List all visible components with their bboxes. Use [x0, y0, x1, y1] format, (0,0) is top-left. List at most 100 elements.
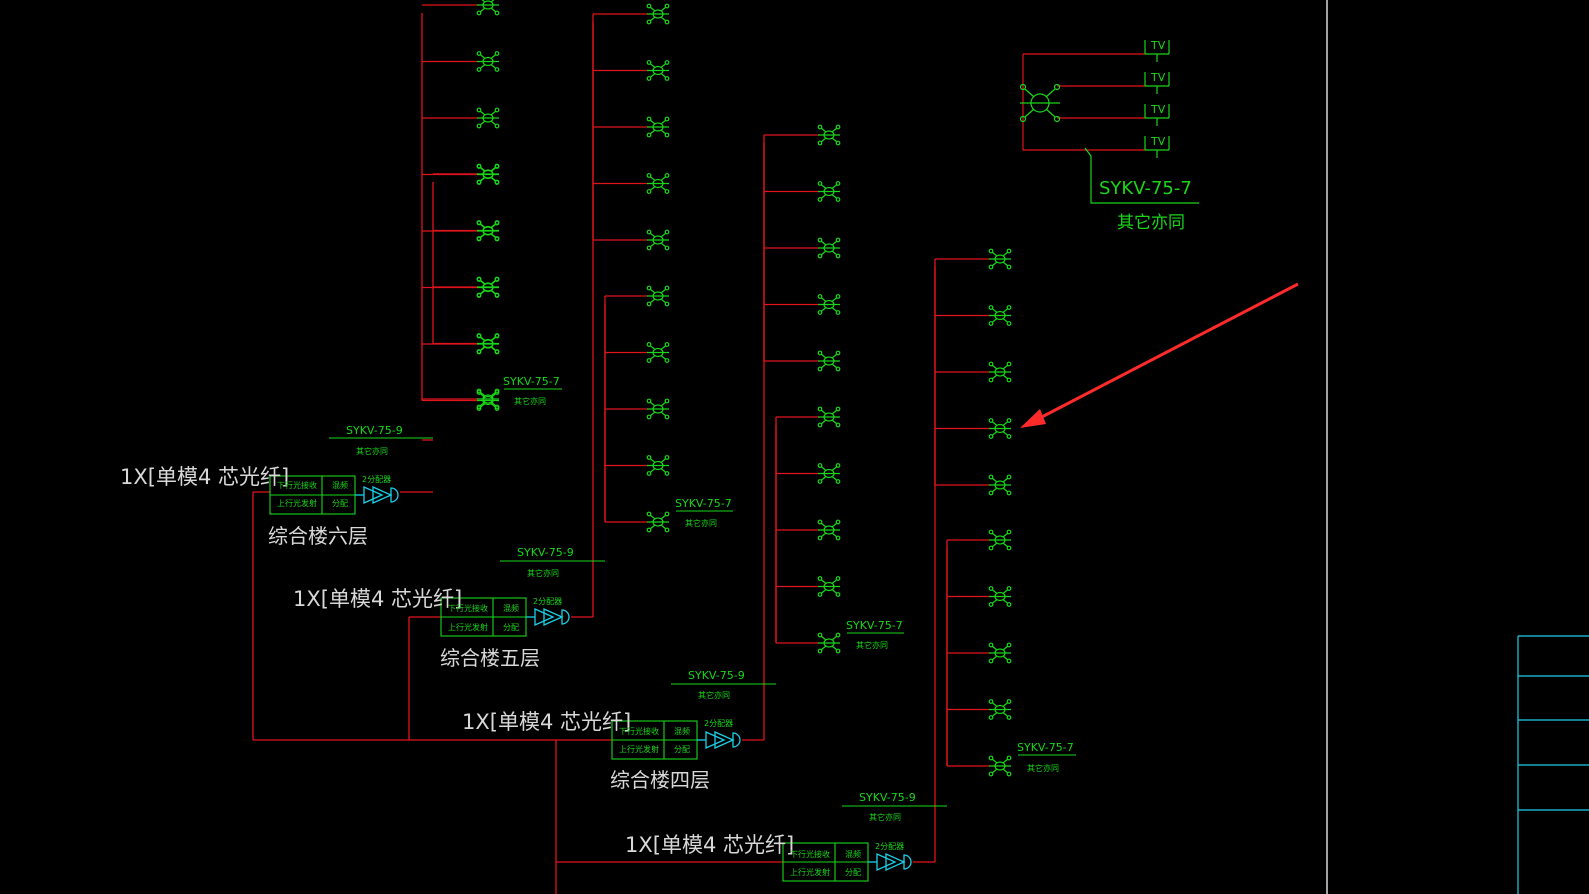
box-row1-right-f4: 混频: [674, 726, 690, 736]
legend-wire: [1022, 54, 1145, 151]
annotation-arrow: [1020, 282, 1299, 428]
tv-outlet-icon: [646, 511, 670, 533]
tv-outlet-icon: [646, 285, 670, 307]
box-row2-left-f5: 上行光发射: [448, 622, 488, 632]
tv-outlet-icon: [817, 237, 841, 259]
tv-outlet-icon: [646, 455, 670, 476]
branch-sub-f6: 其它亦同: [514, 396, 546, 406]
cable-label-f4: SYKV-75-9: [688, 669, 745, 682]
legend-distribution-block: TV TV TV TV SYKV-75-7 其它亦同: [1019, 39, 1199, 233]
tv-outlet-icon: [646, 60, 670, 81]
tv-outlet-icon: [817, 463, 841, 484]
tv-outlet-icon: [476, 333, 500, 354]
tv-outlet-icon: [1144, 104, 1170, 126]
tv-outlet-icon: [988, 248, 1012, 270]
branch-label-f5: SYKV-75-7: [675, 497, 732, 510]
tv-outlet-icon: [988, 418, 1012, 439]
tv-outlet-icon: [476, 0, 500, 16]
tv-outlet-icon: [988, 529, 1012, 551]
floor-3-group: 1X[单模4 芯光纤] 下行光接收 上行光发射 混频 分配 2分配器 SYKV-…: [625, 741, 1074, 877]
box-row2-right-f5: 分配: [503, 623, 519, 632]
tv-outlet-icon: [1144, 136, 1170, 158]
tv-outlet-icon: [646, 3, 670, 25]
tv-outlet-icon: [476, 107, 500, 129]
cable-label-f3: SYKV-75-9: [859, 791, 916, 804]
cable-sub-f6: 其它亦同: [356, 446, 388, 456]
box-row1-right-f5: 混频: [503, 603, 519, 613]
tv-outlet-icon: [988, 699, 1012, 720]
fiber-label-f5: 1X[单模4 芯光纤]: [293, 587, 462, 611]
branch-label-f6: SYKV-75-7: [503, 375, 560, 388]
tv-outlet-icon: [988, 361, 1012, 383]
tv-outlet-icon: [646, 173, 670, 194]
legend-cable-sub: 其它亦同: [1117, 213, 1185, 233]
tv-label-1: TV: [1150, 39, 1166, 52]
floor-label-f5: 综合楼五层: [440, 646, 540, 670]
splitter-label-f4: 2分配器: [704, 719, 733, 728]
tv-outlet-icon: [817, 519, 841, 541]
tv-label-2: TV: [1150, 71, 1166, 84]
cable-sub-f5: 其它亦同: [527, 568, 559, 578]
box-row2-left-f3: 上行光发射: [790, 867, 830, 877]
cable-sub-f4: 其它亦同: [698, 690, 730, 700]
tv-outlet-icon: [1144, 40, 1170, 62]
floor-label-f6: 综合楼六层: [268, 524, 368, 548]
fiber-label-f3: 1X[单模4 芯光纤]: [625, 833, 794, 857]
cable-label-f5: SYKV-75-9: [517, 546, 574, 559]
branch-sub-f4: 其它亦同: [856, 640, 888, 650]
fiber-label-f6: 1X[单模4 芯光纤]: [120, 465, 289, 489]
splitter-label-f6: 2分配器: [362, 475, 391, 484]
tv-outlet-icon: [476, 51, 500, 72]
box-row2-right-f6: 分配: [332, 499, 348, 508]
box-row1-left-f5: 下行光接收: [448, 603, 488, 613]
tv-outlet-icon: [988, 642, 1012, 664]
tv-outlet-icon: [817, 576, 841, 597]
floor-5-group: 1X[单模4 芯光纤] 综合楼五层 下行光接收 上行光发射 混频 分配 2分配器…: [293, 497, 732, 670]
floor-6-group: 1X[单模4 芯光纤] 综合楼六层 下行光接收 上行光发射 混频 分配 2分配器…: [120, 375, 560, 548]
amplifier-icon: [1019, 83, 1061, 123]
splitter-label-f3: 2分配器: [875, 842, 904, 851]
tv-outlet-icon: [817, 406, 841, 428]
tv-outlet-icon: [646, 116, 670, 138]
fiber-label-f4: 1X[单模4 芯光纤]: [462, 710, 631, 734]
box-row1-left-f4: 下行光接收: [619, 726, 659, 736]
tv-outlet-icon: [817, 632, 841, 654]
floor-label-f4: 综合楼四层: [610, 768, 710, 792]
tv-outlet-icon: [988, 305, 1012, 326]
legend-leader-line: [1084, 147, 1199, 204]
legend-cable-label: SYKV-75-7: [1099, 178, 1192, 199]
cable-label-f6: SYKV-75-9: [346, 424, 403, 437]
splitter-icon: [697, 730, 741, 750]
tv-outlet-icon: [476, 276, 500, 298]
box-row2-right-f4: 分配: [674, 745, 690, 754]
tv-outlet-icon: [988, 755, 1012, 777]
box-row1-right-f6: 混频: [332, 480, 348, 490]
tv-outlet-icon: [646, 342, 670, 363]
optical-units: [269, 388, 1076, 882]
tv-outlets: [476, 0, 1012, 777]
splitter-icon: [868, 852, 912, 872]
tv-label-3: TV: [1150, 103, 1166, 116]
cable-sub-f3: 其它亦同: [869, 812, 901, 822]
branch-label-f3: SYKV-75-7: [1017, 741, 1074, 754]
box-row1-left-f3: 下行光接收: [790, 849, 830, 859]
tv-outlet-icon: [988, 586, 1012, 607]
tv-outlet-icon: [476, 388, 500, 410]
trunk-wiring: [252, 4, 990, 894]
tv-outlet-icon: [646, 398, 670, 420]
box-row1-left-f6: 下行光接收: [277, 480, 317, 490]
branch-sub-f5: 其它亦同: [685, 518, 717, 528]
splitter-label-f5: 2分配器: [533, 597, 562, 606]
box-row1-right-f3: 混频: [845, 849, 861, 859]
title-block-fragment: [1517, 635, 1589, 894]
tv-outlet-icon: [817, 350, 841, 372]
tv-outlet-icon: [1144, 72, 1170, 94]
floor-4-group: 1X[单模4 芯光纤] 综合楼四层 下行光接收 上行光发射 混频 分配 2分配器…: [462, 619, 903, 792]
box-row2-left-f4: 上行光发射: [619, 744, 659, 754]
tv-outlet-icon: [817, 294, 841, 315]
box-row2-right-f3: 分配: [845, 868, 861, 877]
branch-label-f4: SYKV-75-7: [846, 619, 903, 632]
tv-outlet-icon: [646, 229, 670, 251]
tv-outlet-icon: [476, 163, 500, 185]
